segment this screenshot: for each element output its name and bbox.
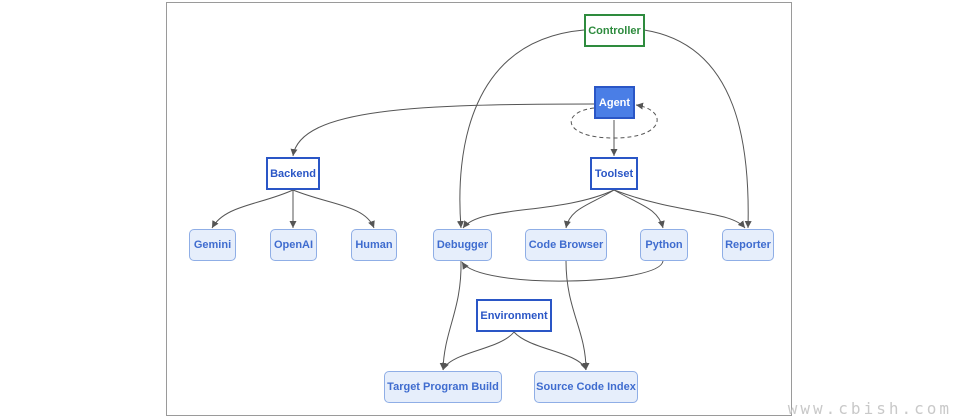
node-target-program-build: Target Program Build — [384, 371, 502, 403]
edge-agent-backend — [290, 103, 595, 157]
edge-codebrowser-source — [565, 260, 590, 371]
edge-backend-gemini — [211, 189, 294, 229]
node-controller: Controller — [584, 14, 645, 47]
edge-backend-human — [292, 189, 375, 229]
node-code-browser: Code Browser — [525, 229, 607, 261]
node-agent: Agent — [594, 86, 635, 119]
edge-toolset-code-browser — [563, 189, 615, 229]
edge-controller-reporter — [643, 29, 752, 229]
edge-python-debugger — [461, 260, 664, 282]
edge-toolset-reporter — [613, 189, 746, 229]
edge-controller-debugger — [456, 29, 585, 229]
diagram-frame — [166, 2, 792, 416]
node-reporter: Reporter — [722, 229, 774, 261]
node-backend: Backend — [266, 157, 320, 190]
edge-debugger-target — [439, 260, 462, 371]
node-toolset: Toolset — [590, 157, 638, 190]
node-environment: Environment — [476, 299, 552, 332]
node-python: Python — [640, 229, 688, 261]
node-debugger: Debugger — [433, 229, 492, 261]
node-source-code-index: Source Code Index — [534, 371, 638, 403]
watermark-text: www.cbish.com — [787, 399, 952, 418]
node-human: Human — [351, 229, 397, 261]
edge-toolset-debugger — [462, 189, 615, 229]
edge-toolset-python — [613, 189, 665, 229]
node-openai: OpenAI — [270, 229, 317, 261]
node-gemini: Gemini — [189, 229, 236, 261]
edge-environment-target — [442, 331, 515, 371]
edge-environment-source — [513, 331, 588, 371]
edge-agent-self-loop — [570, 102, 658, 139]
